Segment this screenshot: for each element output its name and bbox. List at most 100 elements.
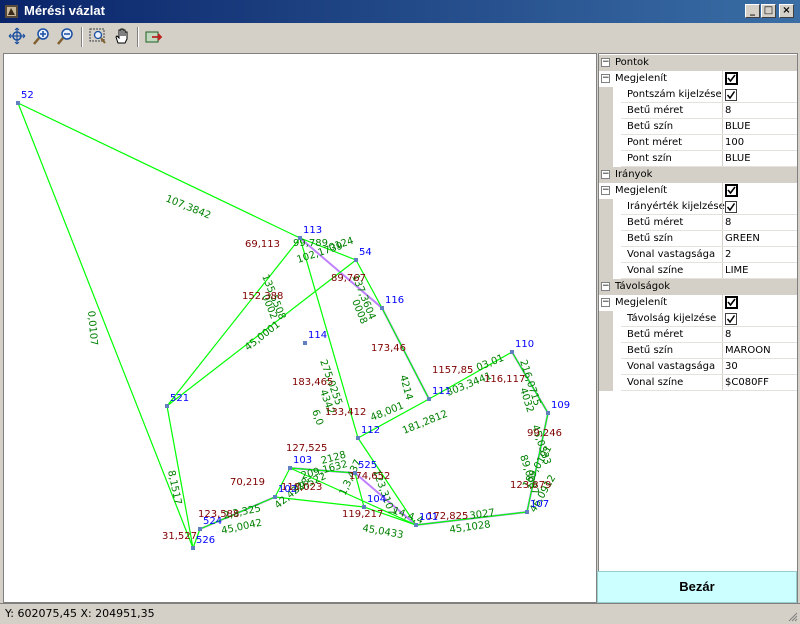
direction-line xyxy=(166,259,357,407)
property-category[interactable]: −Távolságok xyxy=(599,279,797,295)
property-label: Vonal színe xyxy=(627,377,684,388)
survey-point[interactable] xyxy=(362,505,366,509)
survey-point[interactable] xyxy=(288,466,292,470)
grid-gutter xyxy=(599,199,613,215)
survey-point[interactable] xyxy=(273,495,277,499)
property-row[interactable]: Vonal színe$C080FF xyxy=(599,375,797,391)
show-checkbox[interactable] xyxy=(725,72,738,85)
zoom-in-icon xyxy=(33,28,49,45)
collapse-category-icon[interactable]: − xyxy=(601,57,610,67)
grid-gutter xyxy=(599,151,613,167)
grid-divider xyxy=(722,263,723,279)
grid-line xyxy=(621,374,797,375)
survey-point[interactable] xyxy=(165,404,169,408)
direction-line xyxy=(17,102,194,549)
point-number-label: 102 xyxy=(278,484,297,495)
property-row[interactable]: Távolság kijelzése xyxy=(599,311,797,327)
show-checkbox[interactable] xyxy=(725,296,738,309)
survey-point[interactable] xyxy=(16,101,20,105)
direction-line xyxy=(355,259,383,309)
property-row[interactable]: Irányérték kijelzése xyxy=(599,199,797,215)
grid-divider xyxy=(722,183,723,199)
point-number-label: 110 xyxy=(515,339,534,350)
distance-value-label: 69,113 xyxy=(245,239,280,250)
grid-line xyxy=(621,134,797,135)
distance-value-label: 172,825 xyxy=(427,511,468,522)
survey-point[interactable] xyxy=(198,527,202,531)
distance-value-label: 123,879 xyxy=(510,480,551,491)
collapse-category-icon[interactable]: − xyxy=(601,169,610,179)
property-checkbox[interactable] xyxy=(725,89,737,101)
close-window-button[interactable]: × xyxy=(779,4,794,18)
pan-button[interactable] xyxy=(111,26,133,47)
survey-point[interactable] xyxy=(354,258,358,262)
grid-line xyxy=(621,214,797,215)
property-row-show[interactable]: −Megjelenít xyxy=(599,295,797,311)
survey-point[interactable] xyxy=(298,236,302,240)
close-button[interactable]: Bezár xyxy=(597,571,797,603)
zoom-in-button[interactable] xyxy=(31,26,53,47)
collapse-category-icon[interactable]: − xyxy=(601,281,610,291)
grid-line xyxy=(621,342,797,343)
survey-point[interactable] xyxy=(427,397,431,401)
survey-point[interactable] xyxy=(546,411,550,415)
export-button[interactable] xyxy=(143,26,165,47)
maximize-button[interactable]: □ xyxy=(761,4,776,18)
property-value: 2 xyxy=(725,249,732,260)
grid-line xyxy=(621,246,797,247)
survey-point[interactable] xyxy=(356,436,360,440)
toolbar xyxy=(0,23,800,50)
grid-gutter xyxy=(599,215,613,231)
collapse-subgroup-icon[interactable]: − xyxy=(601,185,610,195)
property-label: Pontszám kijelzése xyxy=(627,89,722,100)
survey-point[interactable] xyxy=(353,471,357,475)
property-category[interactable]: −Pontok xyxy=(599,55,797,71)
collapse-subgroup-icon[interactable]: − xyxy=(601,297,610,307)
show-checkbox[interactable] xyxy=(725,184,738,197)
distance-value-label: 70,219 xyxy=(230,477,265,488)
property-row[interactable]: Pontszám kijelzése xyxy=(599,87,797,103)
grid-gutter xyxy=(599,119,613,135)
grid-gutter xyxy=(599,327,613,343)
check-icon xyxy=(727,298,736,307)
survey-point[interactable] xyxy=(380,306,384,310)
direction-line xyxy=(274,496,365,508)
distance-value-label: 133,412 xyxy=(325,407,366,418)
minimize-button[interactable]: _ xyxy=(745,4,760,18)
point-number-label: 524 xyxy=(203,516,222,527)
property-row-show[interactable]: −Megjelenít xyxy=(599,183,797,199)
survey-point[interactable] xyxy=(510,350,514,354)
collapse-subgroup-icon[interactable]: − xyxy=(601,73,610,83)
property-checkbox[interactable] xyxy=(725,313,737,325)
property-category[interactable]: −Irányok xyxy=(599,167,797,183)
zoom-out-button[interactable] xyxy=(55,26,77,47)
property-label: Irányérték kijelzése xyxy=(627,201,725,212)
property-checkbox[interactable] xyxy=(725,201,737,213)
survey-point[interactable] xyxy=(525,510,529,514)
survey-point[interactable] xyxy=(191,546,195,550)
survey-point[interactable] xyxy=(303,341,307,345)
zoom-window-button[interactable] xyxy=(87,26,109,47)
grid-line xyxy=(621,390,797,391)
property-row-show[interactable]: −Megjelenít xyxy=(599,71,797,87)
survey-point[interactable] xyxy=(414,523,418,527)
zoom-extents-button[interactable] xyxy=(6,26,28,47)
resize-grip-icon[interactable] xyxy=(786,610,798,622)
zoom-out-icon xyxy=(57,28,73,45)
point-number-label: 109 xyxy=(551,400,570,411)
point-number-label: 113 xyxy=(303,225,322,236)
direction-value-label: 181,2812 xyxy=(401,409,449,437)
